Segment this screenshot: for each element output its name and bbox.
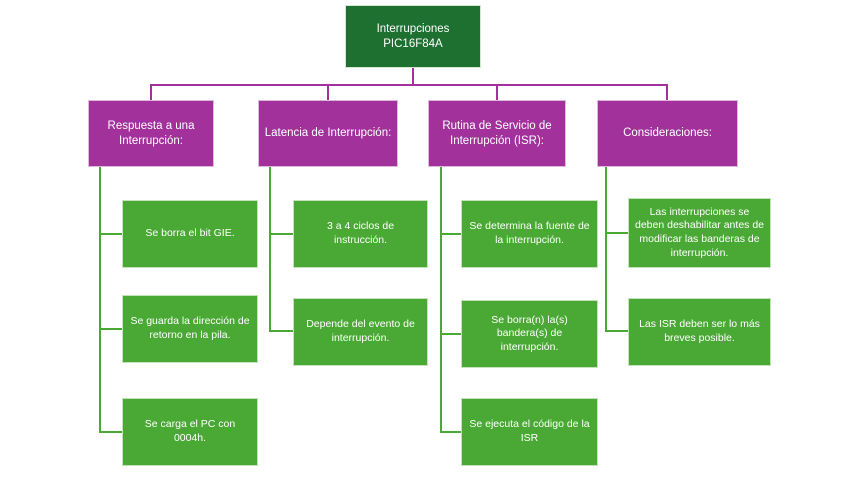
leaf-borra-banderas: Se borra(n) la(s) bandera(s) de interrup… [461,300,598,368]
leaf-determina-fuente: Se determina la fuente de la interrupció… [461,200,598,268]
leaf-ejecuta-codigo: Se ejecuta el código de la ISR [461,398,598,466]
leaf-guarda-direccion: Se guarda la dirección de retorno en la … [122,295,258,363]
connector-col2-stub2 [269,330,293,332]
connector-root-drop [412,68,414,85]
connector-col1-stub1 [99,233,122,235]
connector-col1-stub2 [99,328,122,330]
header-respuesta: Respuesta a una Interrupción: [88,100,214,167]
leaf-isr-breves: Las ISR deben ser lo más breves posible. [628,298,771,366]
connector-drop-col4 [666,84,668,100]
connector-col3-stub2 [440,333,461,335]
connector-col2-stub1 [269,233,293,235]
leaf-ciclos-instruccion: 3 a 4 ciclos de instrucción. [293,200,428,268]
connector-col3-stub1 [440,233,461,235]
root-node-interrupciones: Interrupciones PIC16F84A [345,5,481,68]
connector-col1-spine [99,167,101,432]
connector-col4-spine [605,167,607,332]
connector-col4-stub1 [605,232,628,234]
header-rutina-isr: Rutina de Servicio de Interrupción (ISR)… [428,100,566,167]
leaf-borra-gie: Se borra el bit GIE. [122,200,258,268]
leaf-deshabilitar-interrupciones: Las interrupciones se deben deshabilitar… [628,198,771,268]
connector-drop-col2 [327,84,329,100]
connector-col3-spine [440,167,442,432]
connector-col1-stub3 [99,431,122,433]
connector-horizontal-bus [150,84,668,86]
connector-col3-stub3 [440,431,461,433]
header-consideraciones: Consideraciones: [597,100,738,167]
header-latencia: Latencia de Interrupción: [258,100,398,167]
connector-col4-stub2 [605,330,628,332]
connector-drop-col3 [496,84,498,100]
connector-drop-col1 [150,84,152,100]
leaf-carga-pc: Se carga el PC con 0004h. [122,398,258,466]
connector-col2-spine [269,167,271,332]
leaf-depende-evento: Depende del evento de interrupción. [293,298,428,366]
